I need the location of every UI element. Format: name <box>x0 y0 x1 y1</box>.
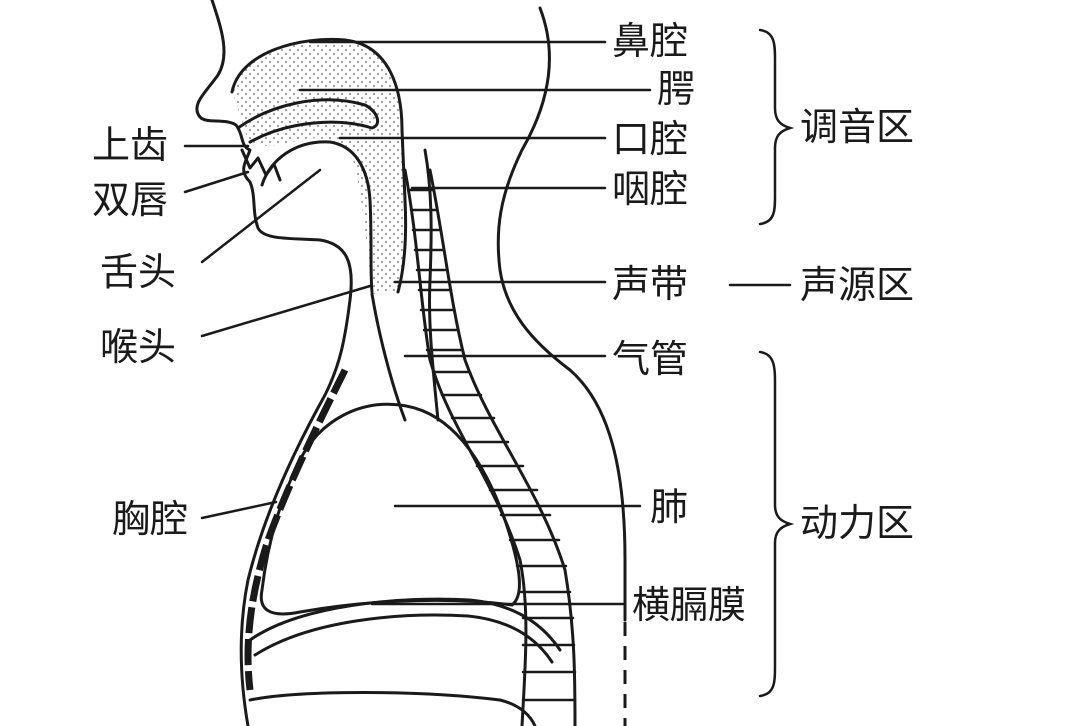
pharynx-wall <box>396 128 408 294</box>
diaphragm-shape-inner <box>253 613 554 664</box>
palate-shape <box>236 98 380 144</box>
teeth-shape <box>240 148 282 182</box>
leader-larynx <box>200 284 372 338</box>
label-lungs: 肺 <box>650 485 688 529</box>
organ-labels-left: 上齿 双唇 舌头 喉头 胸腔 <box>92 123 188 541</box>
organ-labels-right: 鼻腔 腭 口腔 咽腔 声带 气管 肺 横膈膜 <box>612 19 746 627</box>
spine-rungs <box>406 188 577 702</box>
diaphragm-shape <box>248 597 562 652</box>
leader-lines <box>183 40 792 606</box>
region-braces <box>758 28 795 698</box>
label-region-articulation: 调音区 <box>800 105 914 149</box>
leader-tongue <box>200 168 322 264</box>
label-tongue: 舌头 <box>100 250 176 294</box>
label-pharynx: 咽腔 <box>612 167 688 211</box>
label-trachea: 气管 <box>612 337 688 381</box>
label-larynx: 喉头 <box>100 325 176 369</box>
lung-shape <box>259 402 521 616</box>
back-contour <box>496 6 627 622</box>
face-profile <box>195 0 353 397</box>
label-thoracic-cavity: 胸腔 <box>112 497 188 541</box>
tongue-shape <box>260 140 374 294</box>
brace-power <box>758 350 795 698</box>
region-labels: 调音区 声源区 动力区 <box>800 105 914 545</box>
brace-articulation <box>758 28 795 226</box>
label-palate: 腭 <box>657 67 695 111</box>
abdomen-contour <box>248 691 537 726</box>
label-nasal-cavity: 鼻腔 <box>612 19 688 63</box>
label-lips: 双唇 <box>92 178 168 222</box>
label-vocal-cords: 声带 <box>612 262 688 306</box>
anatomy-drawing <box>195 0 627 726</box>
label-diaphragm: 横膈膜 <box>632 583 746 627</box>
label-oral-cavity: 口腔 <box>612 117 688 161</box>
vocal-tract-cavity <box>232 39 407 295</box>
nasal-cavity-outline <box>230 37 404 132</box>
label-upper-teeth: 上齿 <box>92 123 168 167</box>
label-region-phonation: 声源区 <box>800 263 914 307</box>
label-region-power: 动力区 <box>800 501 914 545</box>
leader-lips <box>183 170 250 194</box>
leader-thoracic-cavity <box>200 500 278 520</box>
rib-edge <box>244 368 349 691</box>
chest-front <box>239 393 327 726</box>
larynx-wall <box>370 292 407 422</box>
